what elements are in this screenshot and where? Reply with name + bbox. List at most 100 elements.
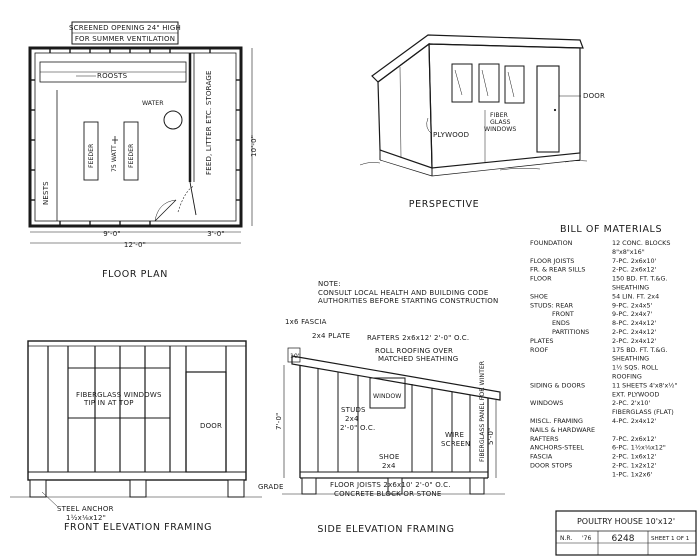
dim-10in: 10" (290, 353, 301, 360)
bom-item-name: FASCIA (530, 453, 553, 461)
side-elevation-caption: SIDE ELEVATION FRAMING (317, 524, 454, 535)
drawing-number: 6248 (612, 534, 635, 544)
plywood-label: PLYWOOD (433, 131, 469, 139)
bom-item-quantity: ROOFING (612, 373, 642, 381)
bom-item-name: MISCL. FRAMING (530, 417, 583, 425)
front-elevation-caption: FRONT ELEVATION FRAMING (64, 522, 212, 533)
dim-12ft: 12'-0" (124, 241, 146, 249)
lamp-label: 75 WATT (111, 145, 118, 172)
note-line-2: CONSULT LOCAL HEALTH AND BUILDING CODE (318, 289, 488, 297)
bom-item-quantity: 9-PC. 2x4x7' (612, 310, 653, 318)
joists-label: FLOOR JOISTS 2x6x10' 2'-0" O.C. (330, 481, 451, 489)
grade-label: GRADE (258, 483, 284, 491)
perspective-door-label: DOOR (583, 92, 605, 100)
side-window-label: WINDOW (373, 393, 401, 400)
bom-item-quantity: 8"x8"x16" (612, 248, 645, 256)
bom-item-name: FLOOR (530, 275, 552, 283)
bom-item-quantity: FIBERGLASS (FLAT) (612, 408, 674, 416)
title-block: POULTRY HOUSE 10'x12' N.R. '76 6248 SHEE… (555, 510, 697, 556)
floor-plan-caption: FLOOR PLAN (102, 269, 168, 280)
side-elevation: 1x6 FASCIA 2x4 PLATE RAFTERS 2x6x12' 2'-… (258, 318, 505, 535)
studs-label-3: 2'-0" O.C. (340, 424, 375, 432)
bom-item-name: FRONT (552, 310, 574, 318)
panel-label: FIBERGLASS PANEL FOR WINTER (479, 360, 486, 462)
drawing-initials: N.R. (560, 535, 572, 542)
windows-label-1: FIBER (490, 112, 509, 119)
water-label: WATER (142, 100, 164, 107)
anchor-label-2: 1½x⅛x12" (66, 514, 106, 522)
bom-item-quantity: 2-PC. 2x6x12' (612, 266, 657, 274)
studs-label-1: STUDS (341, 406, 366, 414)
front-elevation: FIBERGLASS WINDOWS TIP IN AT TOP DOOR ST… (10, 340, 262, 533)
bom-item-quantity: 7-PC. 2x6x10' (612, 257, 657, 265)
bom-item-quantity: 175 BD. FT. T.&G. (612, 346, 668, 354)
bom-title: BILL OF MATERIALS (560, 224, 662, 235)
note-line-3: AUTHORITIES BEFORE STARTING CONSTRUCTION (318, 297, 498, 305)
bom-item-quantity: 2-PC. 2x4x12' (612, 337, 657, 345)
block-label: CONCRETE BLOCK OR STONE (334, 490, 441, 498)
bom-item-quantity: 54 LIN. FT. 2x4 (612, 292, 659, 300)
bom-item-quantity: 2-PC. 2x4x12' (612, 328, 657, 336)
bom-item-name: FR. & REAR SILLS (530, 266, 585, 274)
bom-item-quantity: 12 CONC. BLOCKS (612, 239, 670, 247)
wire-label-1: WIRE (445, 431, 464, 439)
bom-item-quantity: EXT. PLYWOOD (612, 390, 659, 398)
bom-item-name: WINDOWS (530, 399, 563, 407)
note: NOTE: CONSULT LOCAL HEALTH AND BUILDING … (318, 280, 498, 305)
bom-item-quantity: 2-PC. 1x2x12' (612, 462, 657, 470)
bom-item-name: DOOR STOPS (530, 462, 572, 470)
vent-label-2: FOR SUMMER VENTILATION (75, 35, 175, 43)
feeder-2-label: FEEDER (128, 143, 135, 168)
nests-label: NESTS (42, 181, 50, 205)
wire-label-2: SCREEN (441, 440, 470, 448)
perspective-view: DOOR PLYWOOD FIBER GLASS WINDOWS PERSPEC… (359, 34, 605, 210)
storage-label: FEED, LITTER ETC. STORAGE (205, 70, 213, 175)
bom-item-quantity: 1½ SQS. ROLL (612, 364, 659, 372)
roofing-label-1: ROLL ROOFING OVER (375, 347, 453, 355)
bom-item-name: NAILS & HARDWARE (530, 426, 595, 434)
bom-item-quantity: 4-PC. 2x4x12' (612, 417, 657, 425)
drawing-title: POULTRY HOUSE 10'x12' (577, 517, 675, 526)
sheet-number: SHEET 1 OF 1 (651, 536, 690, 542)
dim-7ft: 7'-0" (275, 412, 283, 430)
bom-item-quantity: 150 BD. FT. T.&G. (612, 275, 668, 283)
perspective-caption: PERSPECTIVE (409, 199, 479, 210)
fascia-label: 1x6 FASCIA (285, 318, 327, 326)
vent-label-1: SCREENED OPENING 24" HIGH (69, 24, 181, 32)
bom-item-name: ANCHORS-STEEL (530, 444, 584, 452)
dim-3ft: 3'-0" (207, 230, 225, 238)
dim-5ft: 5'-0" (487, 427, 495, 445)
roosts-label: ROOSTS (97, 72, 128, 80)
bom-item-quantity: 11 SHEETS 4'x8'x½" (612, 381, 677, 389)
front-windows-label-1: FIBERGLASS WINDOWS (76, 391, 162, 399)
bom-item-quantity: 2-PC. 1x6x12' (612, 453, 657, 461)
bom-item-quantity: 1-PC. 1x2x6' (612, 470, 653, 478)
bom-item-name: ROOF (530, 346, 549, 354)
roofing-label-2: MATCHED SHEATHING (378, 355, 458, 363)
bom-item-quantity: SHEATHING (612, 355, 649, 363)
plate-label: 2x4 PLATE (312, 332, 350, 340)
drawing-year: '76 (582, 535, 591, 542)
windows-label-3: WINDOWS (484, 126, 516, 133)
dim-10ft: 10'-0" (250, 135, 258, 157)
door-swing-icon (177, 181, 197, 216)
bom-item-name: FLOOR JOISTS (530, 257, 574, 265)
shoe-label-2: 2x4 (382, 462, 396, 470)
lamp-icon (112, 136, 118, 144)
bom-item-name: RAFTERS (530, 435, 559, 443)
shoe-label-1: SHOE (379, 453, 399, 461)
bom-item-name: PLATES (530, 337, 553, 345)
rafters-label: RAFTERS 2x6x12' 2'-0" O.C. (367, 334, 469, 342)
bom-item-name: FOUNDATION (530, 239, 573, 247)
bom-item-name: ENDS (552, 319, 570, 327)
windows-label-2: GLASS (490, 119, 511, 126)
bom-item-quantity: 2-PC. 2'x10' (612, 399, 650, 407)
studs-label-2: 2x4 (345, 415, 359, 423)
anchor-label-1: STEEL ANCHOR (57, 505, 114, 513)
bom-item-name: SIDING & DOORS (530, 381, 585, 389)
bom-item-quantity: 9-PC. 2x4x5' (612, 301, 653, 309)
feeder-1-label: FEEDER (88, 143, 95, 168)
dim-9ft: 9'-0" (103, 230, 121, 238)
bom-item-name: STUDS: REAR (530, 301, 574, 309)
